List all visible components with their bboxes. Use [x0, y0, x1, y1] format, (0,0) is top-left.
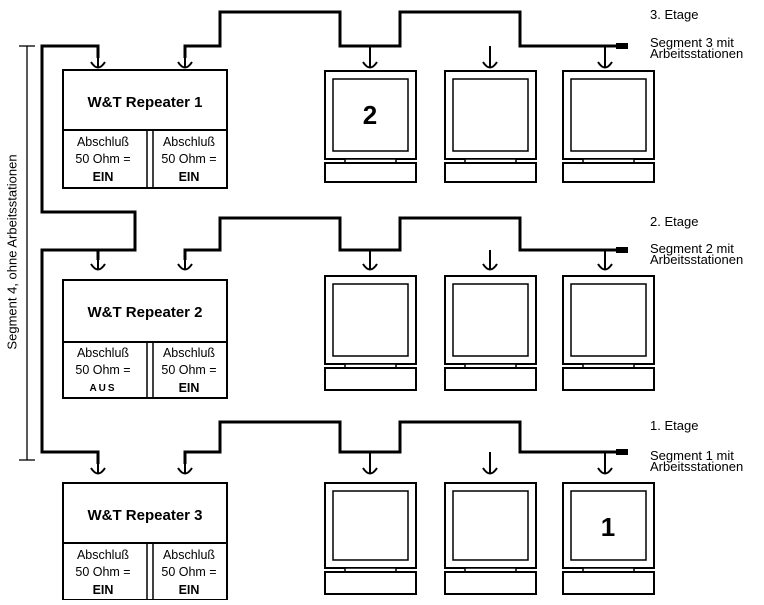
workstation-marker-1: 1	[601, 512, 615, 542]
segment3-label-line1: Segment 3 mit	[650, 35, 734, 50]
repeater3-right-line1: Abschluß	[163, 548, 215, 562]
repeater1-right-line2: 50 Ohm =	[161, 152, 216, 166]
floor2: 2. Etage Segment 2 mit Arbeitsstationen …	[62, 214, 743, 399]
repeater3-title: W&T Repeater 3	[87, 507, 202, 524]
repeater3-left-line2: 50 Ohm =	[75, 565, 130, 579]
repeater1-right-state: EIN	[179, 170, 200, 184]
segment2-terminator	[616, 247, 628, 253]
segment3-terminator	[616, 43, 628, 49]
repeater3-backbone-t-connector	[90, 464, 106, 475]
repeater-1: W&T Repeater 1 Abschluß 50 Ohm = EIN Abs…	[62, 69, 228, 189]
workstation-2-2	[444, 275, 537, 391]
repeater3-right-state: EIN	[179, 583, 200, 597]
workstation-1-1	[324, 482, 417, 595]
segment3-label-line2: Arbeitsstationen	[650, 46, 743, 61]
repeater2-right-line1: Abschluß	[163, 346, 215, 360]
repeater2-left-line2: 50 Ohm =	[75, 363, 130, 377]
segment4-dimension	[19, 45, 35, 461]
floor3-label: 3. Etage	[650, 7, 698, 22]
workstation-3-1: 2	[324, 70, 417, 183]
workstation-marker-2: 2	[363, 100, 377, 130]
repeater2-title: W&T Repeater 2	[87, 304, 202, 321]
segment2-cable	[183, 216, 622, 260]
repeater1-right-line1: Abschluß	[163, 135, 215, 149]
segment1-cable	[183, 420, 622, 464]
repeater1-left-state: EIN	[93, 170, 114, 184]
repeater2-left-state: AUS	[89, 383, 116, 394]
workstation-1-3: 1	[562, 482, 655, 595]
segment3-cable	[183, 10, 622, 58]
segment4-label: Segment 4, ohne Arbeitsstationen	[4, 154, 19, 349]
repeater-2: W&T Repeater 2 Abschluß 50 Ohm = AUS Abs…	[62, 279, 228, 399]
workstation-2-1	[324, 275, 417, 391]
workstation-1-2	[444, 482, 537, 595]
floor3: 3. Etage Segment 3 mit Arbeitsstationen …	[62, 7, 743, 189]
segment1-t-connectors	[177, 452, 613, 475]
repeater2-left-line1: Abschluß	[77, 346, 129, 360]
workstation-3-2	[444, 70, 537, 183]
repeater3-left-state: EIN	[93, 583, 114, 597]
floor1: 1. Etage Segment 1 mit Arbeitsstationen …	[62, 418, 743, 601]
repeater1-left-line2: 50 Ohm =	[75, 152, 130, 166]
segment3-t-connectors	[177, 46, 613, 69]
segment1-terminator	[616, 449, 628, 455]
repeater2-right-state: EIN	[179, 381, 200, 395]
segment2-label-line1: Segment 2 mit	[650, 241, 734, 256]
segment1-label-line2: Arbeitsstationen	[650, 459, 743, 474]
workstation-3-3	[562, 70, 655, 183]
floor1-label: 1. Etage	[650, 418, 698, 433]
repeater-3: W&T Repeater 3 Abschluß 50 Ohm = EIN Abs…	[62, 482, 228, 601]
segment2-label-line2: Arbeitsstationen	[650, 252, 743, 267]
repeater2-right-line2: 50 Ohm =	[161, 363, 216, 377]
segment4-backbone-cable	[40, 44, 137, 464]
repeater1-title: W&T Repeater 1	[87, 94, 202, 111]
repeater3-right-line2: 50 Ohm =	[161, 565, 216, 579]
repeater1-backbone-t-connector	[90, 58, 106, 69]
backbone-connectors	[90, 58, 106, 475]
segment1-label-line1: Segment 1 mit	[650, 448, 734, 463]
repeater3-left-line1: Abschluß	[77, 548, 129, 562]
repeater2-backbone-t-connector	[90, 260, 106, 271]
segment2-t-connectors	[177, 250, 613, 271]
floor2-label: 2. Etage	[650, 214, 698, 229]
workstation-2-3	[562, 275, 655, 391]
repeater1-left-line1: Abschluß	[77, 135, 129, 149]
